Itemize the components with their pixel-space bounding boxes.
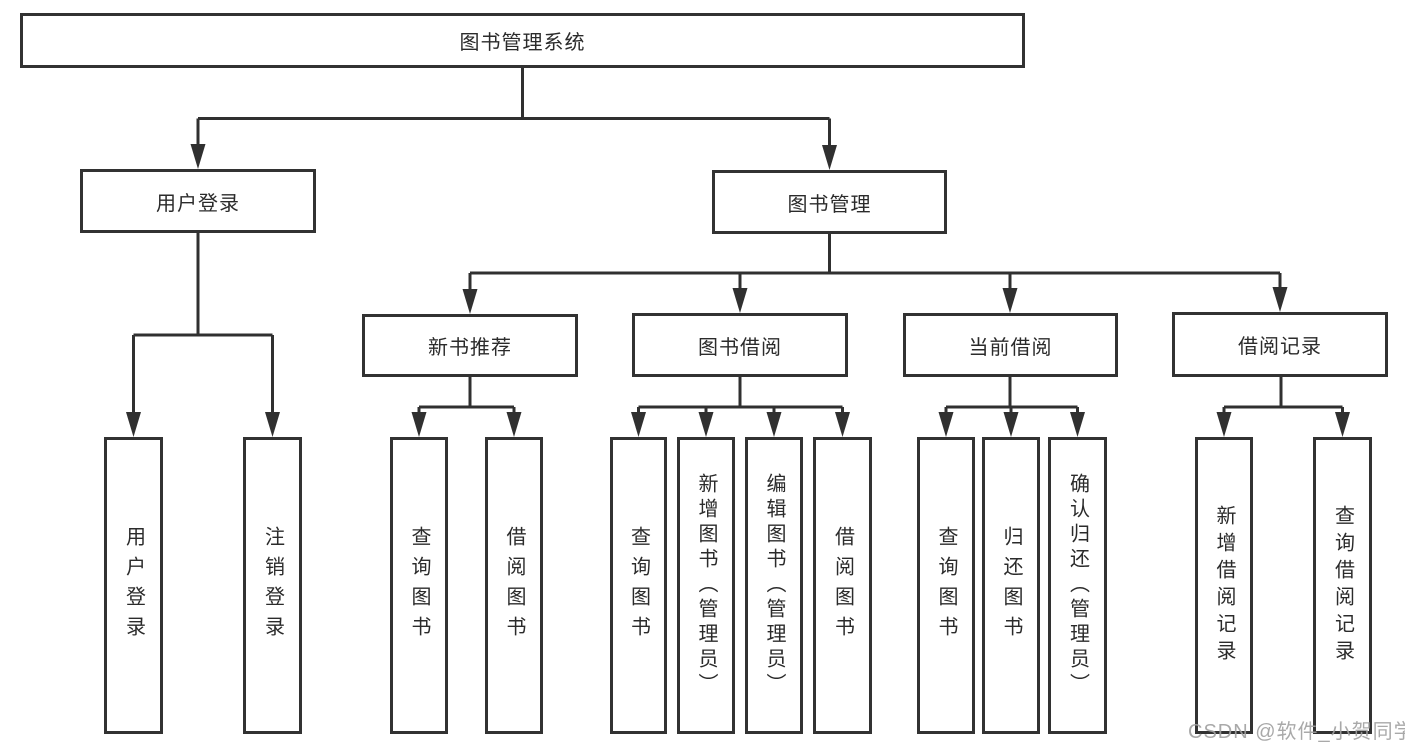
node-current-borrowing: 当前借阅	[903, 313, 1118, 377]
leaf-query-books-recommend-label: 查询图书	[408, 525, 430, 646]
leaf-query-books-borrowing-label: 查询图书	[627, 525, 650, 646]
leaf-user-login: 用户登录	[104, 437, 163, 734]
arrowheads	[126, 144, 1350, 437]
leaf-borrow-books-borrowing-label: 借阅图书	[831, 525, 854, 646]
node-new-book-recommend-label: 新书推荐	[428, 337, 512, 359]
node-user-login: 用户登录	[80, 169, 316, 233]
leaf-confirm-return-admin-label: 确认归还（管理员）	[1066, 473, 1089, 698]
node-user-login-label: 用户登录	[156, 192, 240, 215]
leaf-return-books-label: 归还图书	[1000, 525, 1022, 646]
leaf-query-books-borrowing: 查询图书	[610, 437, 667, 734]
leaf-add-borrow-record-label: 新增借阅记录	[1213, 504, 1235, 667]
leaf-add-books-admin-label: 新增图书（管理员）	[695, 473, 717, 698]
node-book-borrowing: 图书借阅	[632, 313, 848, 377]
leaf-add-books-admin: 新增图书（管理员）	[677, 437, 735, 734]
leaf-query-books-current-label: 查询图书	[935, 525, 957, 646]
leaf-return-books: 归还图书	[982, 437, 1040, 734]
leaf-logout-label: 注销登录	[261, 525, 284, 646]
leaf-edit-books-admin-label: 编辑图书（管理员）	[763, 473, 785, 698]
node-root-system: 图书管理系统	[20, 13, 1025, 68]
leaf-add-borrow-record: 新增借阅记录	[1195, 437, 1253, 734]
leaf-logout: 注销登录	[243, 437, 302, 734]
node-root-system-label: 图书管理系统	[459, 32, 586, 54]
leaf-borrow-books-borrowing: 借阅图书	[813, 437, 872, 734]
csdn-watermark: CSDN @软件_小贺同学	[1188, 721, 1405, 743]
node-book-management: 图书管理	[712, 170, 947, 234]
leaf-query-books-current: 查询图书	[917, 437, 975, 734]
leaf-query-books-recommend: 查询图书	[390, 437, 448, 734]
leaf-user-login-label: 用户登录	[122, 525, 145, 646]
leaf-query-borrow-record: 查询借阅记录	[1313, 437, 1372, 734]
node-book-borrowing-label: 图书借阅	[698, 336, 782, 359]
node-borrow-records: 借阅记录	[1172, 312, 1388, 377]
node-book-management-label: 图书管理	[787, 193, 872, 216]
leaf-confirm-return-admin: 确认归还（管理员）	[1048, 437, 1107, 734]
node-borrow-records-label: 借阅记录	[1238, 336, 1322, 358]
leaf-borrow-books-recommend-label: 借阅图书	[503, 525, 525, 646]
leaf-borrow-books-recommend: 借阅图书	[485, 437, 543, 734]
node-new-book-recommend: 新书推荐	[362, 314, 578, 377]
leaf-query-borrow-record-label: 查询借阅记录	[1331, 504, 1354, 667]
leaf-edit-books-admin: 编辑图书（管理员）	[745, 437, 803, 734]
node-current-borrowing-label: 当前借阅	[968, 336, 1053, 359]
